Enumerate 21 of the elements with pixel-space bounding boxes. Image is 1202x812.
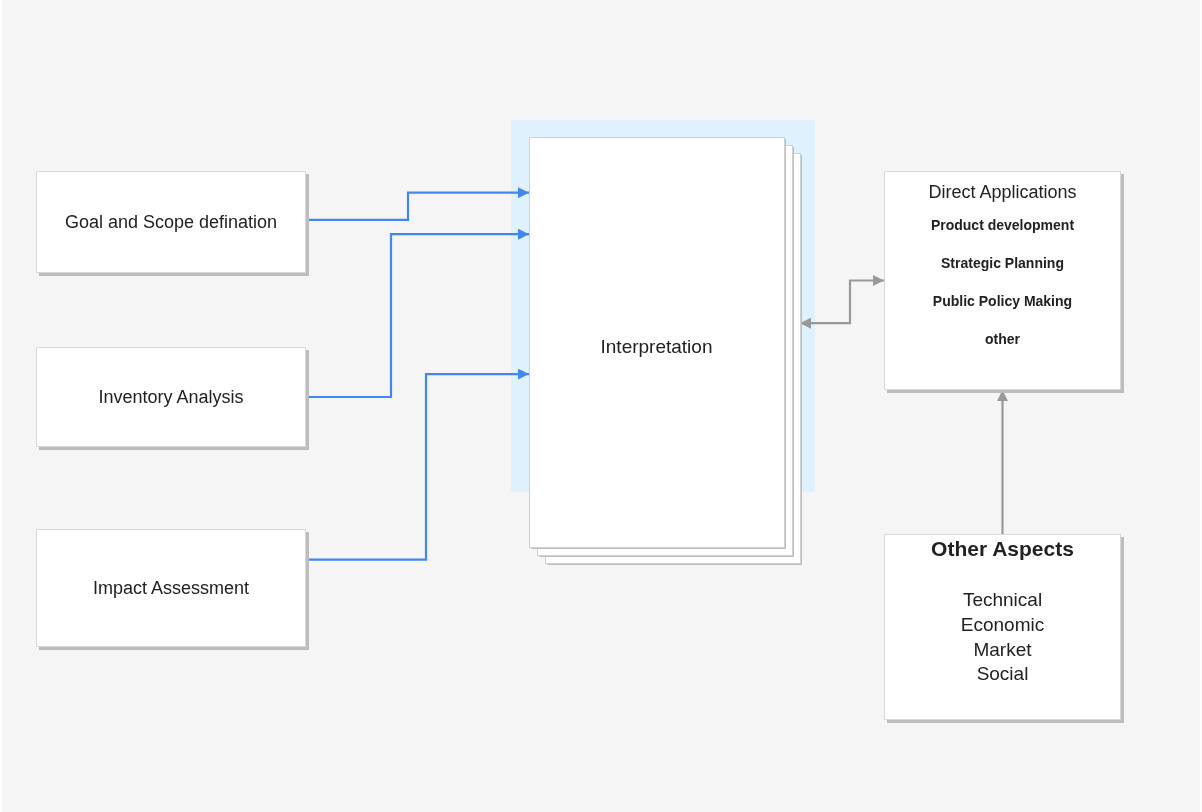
box-text: Strategic Planning xyxy=(941,255,1064,271)
box-title: Inventory Analysis xyxy=(98,386,244,408)
process-box xyxy=(884,534,1121,720)
box-title: Direct Applications xyxy=(928,182,1077,203)
process-box xyxy=(884,171,1121,390)
process-box xyxy=(36,347,306,447)
box-title: Other Aspects xyxy=(931,536,1074,562)
box-text: Technical Economic Market Social xyxy=(959,588,1046,687)
stack-title: Interpretation xyxy=(599,336,714,358)
document-stack xyxy=(529,137,800,565)
arrow xyxy=(997,390,1008,534)
arrow xyxy=(306,368,529,561)
box-title: Impact Assessment xyxy=(92,577,250,599)
box-title: Goal and Scope defination xyxy=(64,211,278,233)
arrow xyxy=(306,187,529,222)
process-box xyxy=(36,529,306,647)
box-text: Product development xyxy=(930,217,1075,233)
process-box xyxy=(36,171,306,273)
box-text: Public Policy Making xyxy=(932,293,1073,309)
arrow xyxy=(306,228,529,399)
box-text: other xyxy=(985,331,1020,347)
